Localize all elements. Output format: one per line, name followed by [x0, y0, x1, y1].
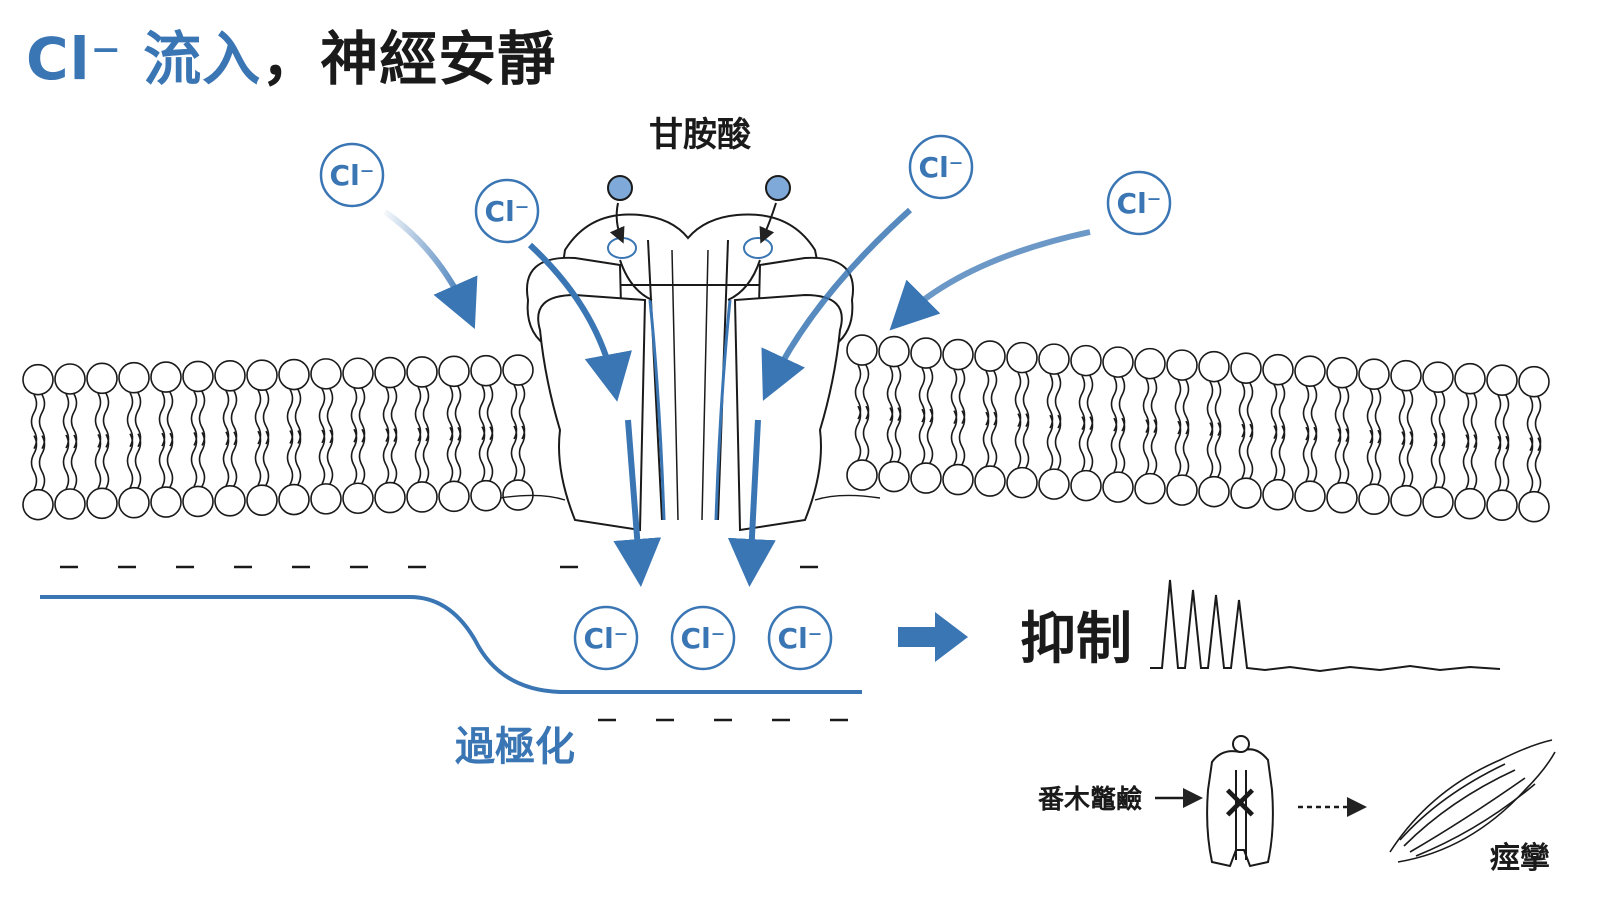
chloride-ions: Cl⁻ Cl⁻ Cl⁻ Cl⁻ Cl⁻ Cl⁻ Cl⁻	[319, 134, 1172, 671]
inhibition-label: 抑制	[1020, 607, 1132, 672]
title-effect: 神經安靜	[320, 25, 557, 93]
potential-dashes	[60, 565, 848, 722]
chloride-ion-icon	[319, 142, 385, 208]
chloride-ion-icon	[1106, 170, 1172, 236]
blocked-x-icon: ✕	[1220, 776, 1260, 832]
toxin-label: 番木鼈鹼	[1038, 784, 1142, 815]
chloride-ion-label: Cl⁻	[1117, 187, 1162, 220]
spasm-label: 痙攣	[1490, 841, 1550, 876]
spike-trace	[1150, 579, 1501, 673]
hyperpolarization-label: 過極化	[455, 724, 575, 770]
glycine-receptor-channel-icon	[499, 213, 881, 532]
blocked-channel-icon	[1206, 735, 1274, 868]
chloride-ion-label: Cl⁻	[681, 622, 726, 655]
diagram-title: Cl⁻ 流入，神經安靜	[26, 12, 556, 96]
chloride-ion-icon	[908, 134, 974, 200]
ligand-label: 甘胺酸	[649, 115, 752, 155]
muscle-icon	[1389, 739, 1556, 863]
hyperpolarization-trace	[40, 595, 862, 694]
lipid-bilayer-icon	[22, 334, 1550, 523]
chloride-ion-icon	[767, 605, 833, 671]
title-flow: 流入	[122, 25, 262, 93]
chloride-ion-label: Cl⁻	[330, 159, 375, 192]
chloride-ion-icon	[670, 605, 736, 671]
chloride-ion-icon	[573, 605, 639, 671]
title-ion: Cl⁻	[26, 25, 123, 93]
ion-flow-arrows	[383, 207, 1091, 587]
chloride-ion-label: Cl⁻	[485, 195, 530, 228]
title-comma: ，	[261, 25, 321, 93]
chloride-ion-label: Cl⁻	[584, 622, 629, 655]
chloride-ion-label: Cl⁻	[919, 151, 964, 184]
chloride-ion-icon	[474, 178, 540, 244]
chloride-ion-label: Cl⁻	[778, 622, 823, 655]
glycine-ligands	[607, 175, 791, 244]
result-arrow-icon	[898, 612, 968, 662]
